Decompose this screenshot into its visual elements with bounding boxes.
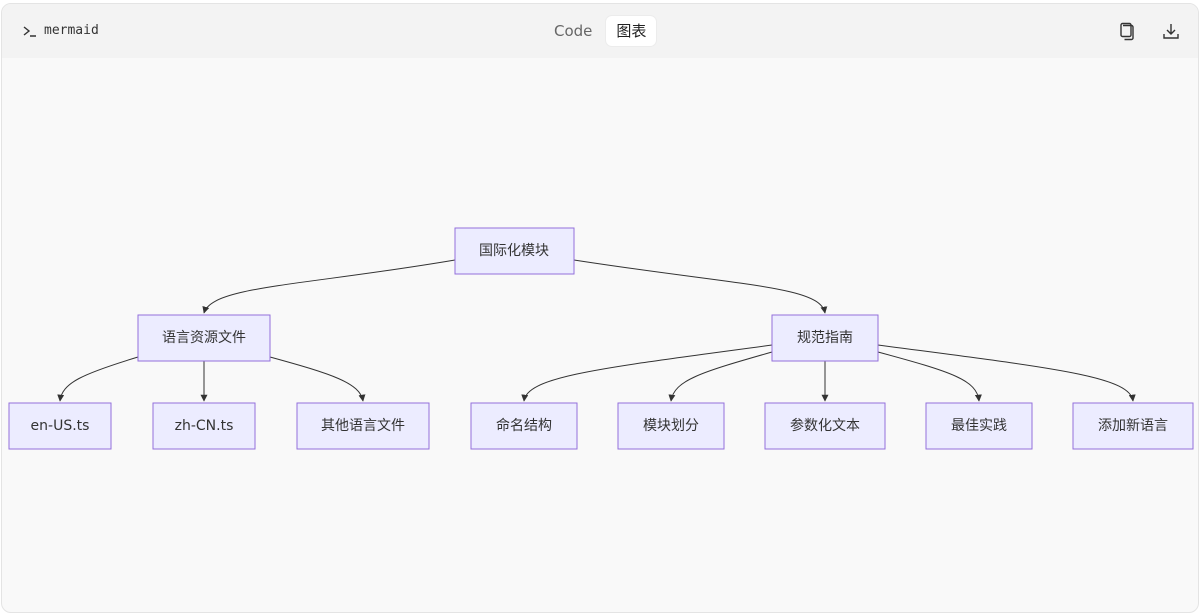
edge-guide-add-lang xyxy=(877,344,1136,402)
node-param-text-label: 参数化文本 xyxy=(790,417,860,434)
node-best-practice-label: 最佳实践 xyxy=(951,418,1007,434)
node-en-us-label: en-US.ts xyxy=(31,418,90,434)
edge-root-lang-files xyxy=(202,259,456,314)
terminal-prompt-icon xyxy=(23,25,36,37)
edge-root-guide xyxy=(573,259,828,314)
node-param-text: 参数化文本 xyxy=(764,402,886,450)
node-guide-label: 规范指南 xyxy=(797,329,853,346)
node-zh-cn-label: zh-CN.ts xyxy=(175,418,234,434)
node-en-us: en-US.ts xyxy=(8,402,112,450)
node-lang-files: 语言资源文件 xyxy=(137,314,271,362)
node-other-lang-label: 其他语言文件 xyxy=(321,418,405,434)
node-other-lang: 其他语言文件 xyxy=(296,402,430,450)
mermaid-code-block: mermaid Code 图表 xyxy=(1,3,1199,613)
node-lang-files-label: 语言资源文件 xyxy=(162,330,246,346)
copy-icon xyxy=(1120,22,1134,41)
node-add-lang: 添加新语言 xyxy=(1072,402,1194,450)
node-best-practice: 最佳实践 xyxy=(925,402,1033,450)
code-block-toolbar: mermaid Code 图表 xyxy=(2,4,1198,58)
language-name: mermaid xyxy=(44,23,99,38)
view-tabs: Code 图表 xyxy=(544,16,657,46)
edge-guide-best-practice xyxy=(877,351,982,402)
copy-button[interactable] xyxy=(1116,20,1138,42)
node-root: 国际化模块 xyxy=(454,227,575,275)
node-module-split: 模块划分 xyxy=(617,402,725,450)
edge-guide-naming xyxy=(521,344,773,402)
download-button[interactable] xyxy=(1160,20,1182,42)
language-label: mermaid xyxy=(22,23,99,38)
tab-code[interactable]: Code xyxy=(554,22,593,40)
edge-lang-files-other xyxy=(269,356,366,402)
edge-guide-module-split xyxy=(668,351,773,402)
download-icon xyxy=(1163,24,1179,39)
node-zh-cn: zh-CN.ts xyxy=(152,402,256,450)
edge-lang-files-en-us xyxy=(57,356,139,402)
node-module-split-label: 模块划分 xyxy=(643,418,699,434)
tab-chart[interactable]: 图表 xyxy=(606,16,657,46)
node-add-lang-label: 添加新语言 xyxy=(1098,418,1168,434)
node-naming: 命名结构 xyxy=(470,402,578,450)
node-guide: 规范指南 xyxy=(771,314,879,362)
flowchart-diagram: 国际化模块 语言资源文件 规范指南 en-US.ts zh-CN.ts 其他语言… xyxy=(8,227,1194,450)
node-naming-label: 命名结构 xyxy=(496,417,552,434)
node-root-label: 国际化模块 xyxy=(479,243,549,259)
